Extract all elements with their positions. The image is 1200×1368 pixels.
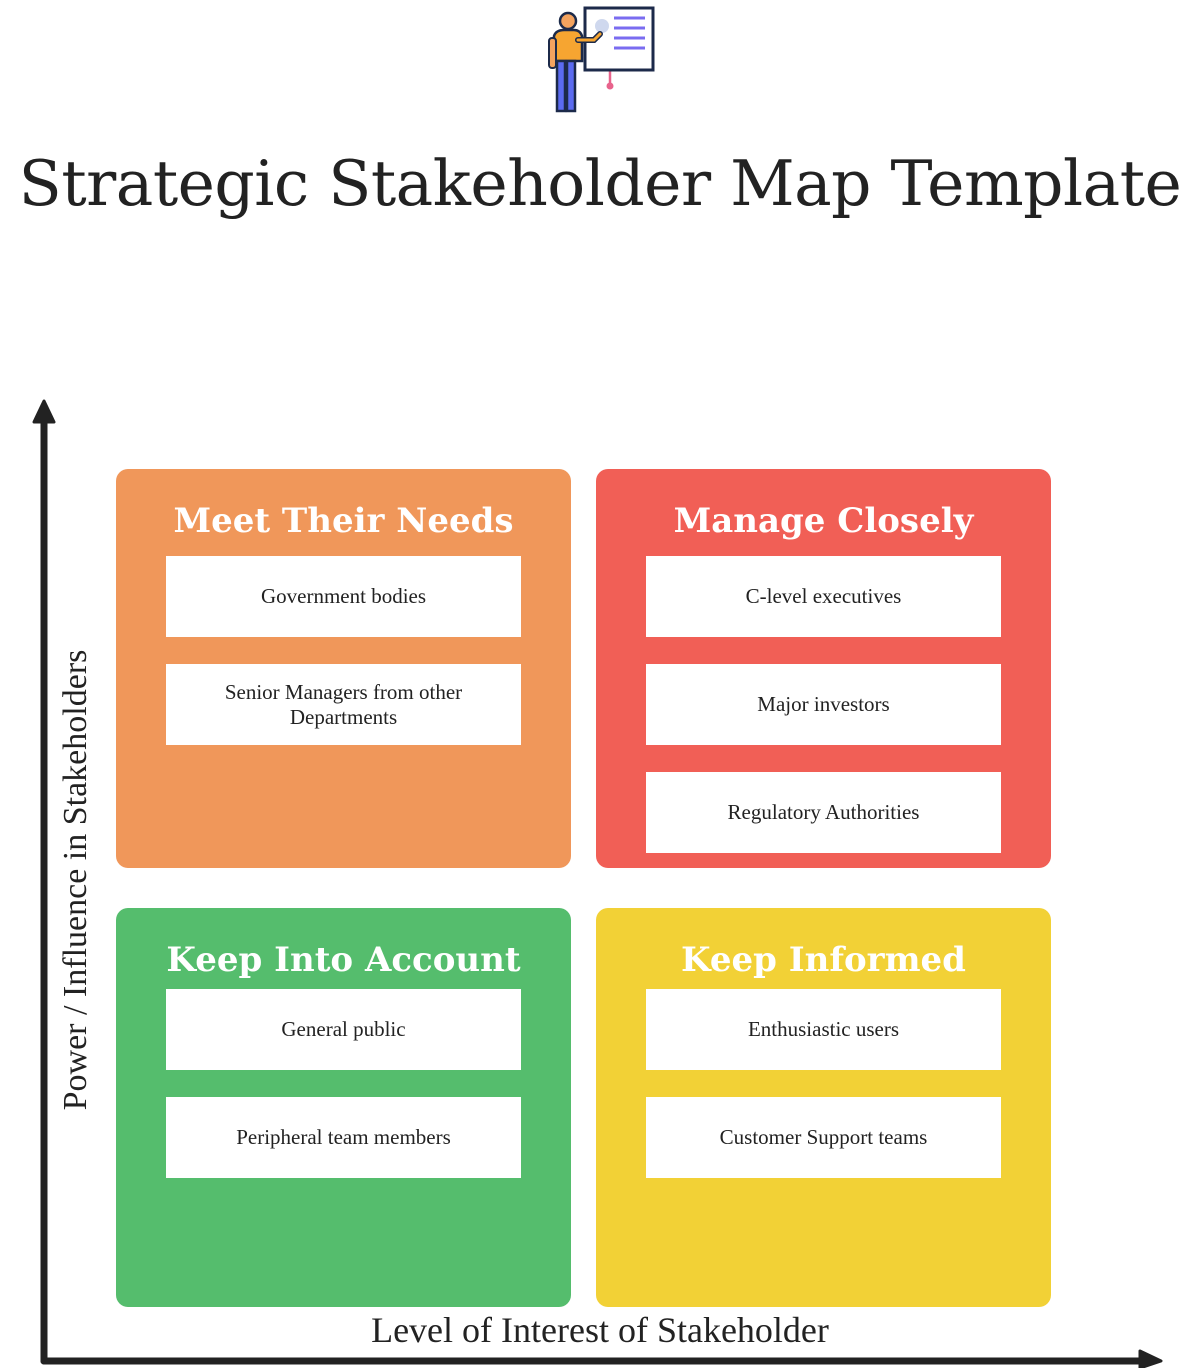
stakeholder-label: Government bodies — [260, 584, 427, 608]
quadrant-title: Meet Their Needs — [173, 501, 514, 541]
stakeholder-card: C-level executives — [646, 556, 1001, 637]
stakeholder-card: Government bodies — [166, 556, 521, 637]
y-axis-label: Power / Influence in Stakeholders — [57, 649, 94, 1111]
quadrant-manage-closely: Manage Closely C-level executives Major … — [596, 469, 1051, 868]
stakeholder-label: Regulatory Authorities — [727, 800, 920, 824]
stakeholder-label: Customer Support teams — [719, 1125, 928, 1149]
stakeholder-card: Enthusiastic users — [646, 989, 1001, 1070]
quadrant-items: Enthusiastic users Customer Support team… — [646, 989, 1001, 1205]
quadrant-title: Manage Closely — [673, 501, 974, 541]
stakeholder-label: General public — [281, 1017, 406, 1041]
stakeholder-card: Regulatory Authorities — [646, 772, 1001, 853]
stakeholder-card: Major investors — [646, 664, 1001, 745]
stakeholder-card: Customer Support teams — [646, 1097, 1001, 1178]
quadrant-items: Government bodies Senior Managers from o… — [166, 556, 521, 772]
x-axis-arrow-icon — [1138, 1349, 1163, 1368]
stakeholder-label: Peripheral team members — [236, 1125, 451, 1149]
y-axis-arrow-icon — [32, 399, 56, 424]
x-axis-label: Level of Interest of Stakeholder — [371, 1310, 829, 1350]
stakeholder-label: Senior Managers from other Departments — [224, 679, 463, 729]
quadrant-title: Keep Informed — [681, 940, 966, 980]
stakeholder-card: Senior Managers from other Departments — [166, 664, 521, 745]
stakeholder-label: Major investors — [757, 692, 890, 716]
quadrant-keep-into-account: Keep Into Account General public Periphe… — [116, 908, 571, 1307]
stakeholder-label: Enthusiastic users — [747, 1017, 900, 1041]
quadrant-items: C-level executives Major investors Regul… — [646, 556, 1001, 880]
quadrant-title: Keep Into Account — [166, 940, 521, 980]
stakeholder-card: General public — [166, 989, 521, 1070]
stakeholder-card: Peripheral team members — [166, 1097, 521, 1178]
quadrant-meet-their-needs: Meet Their Needs Government bodies Senio… — [116, 469, 571, 868]
page-title: Strategic Stakeholder Map Template — [18, 147, 1182, 220]
quadrant-items: General public Peripheral team members — [166, 989, 521, 1205]
stakeholder-label: C-level executives — [745, 584, 902, 608]
presenter-whiteboard-icon — [548, 6, 655, 113]
quadrant-keep-informed: Keep Informed Enthusiastic users Custome… — [596, 908, 1051, 1307]
